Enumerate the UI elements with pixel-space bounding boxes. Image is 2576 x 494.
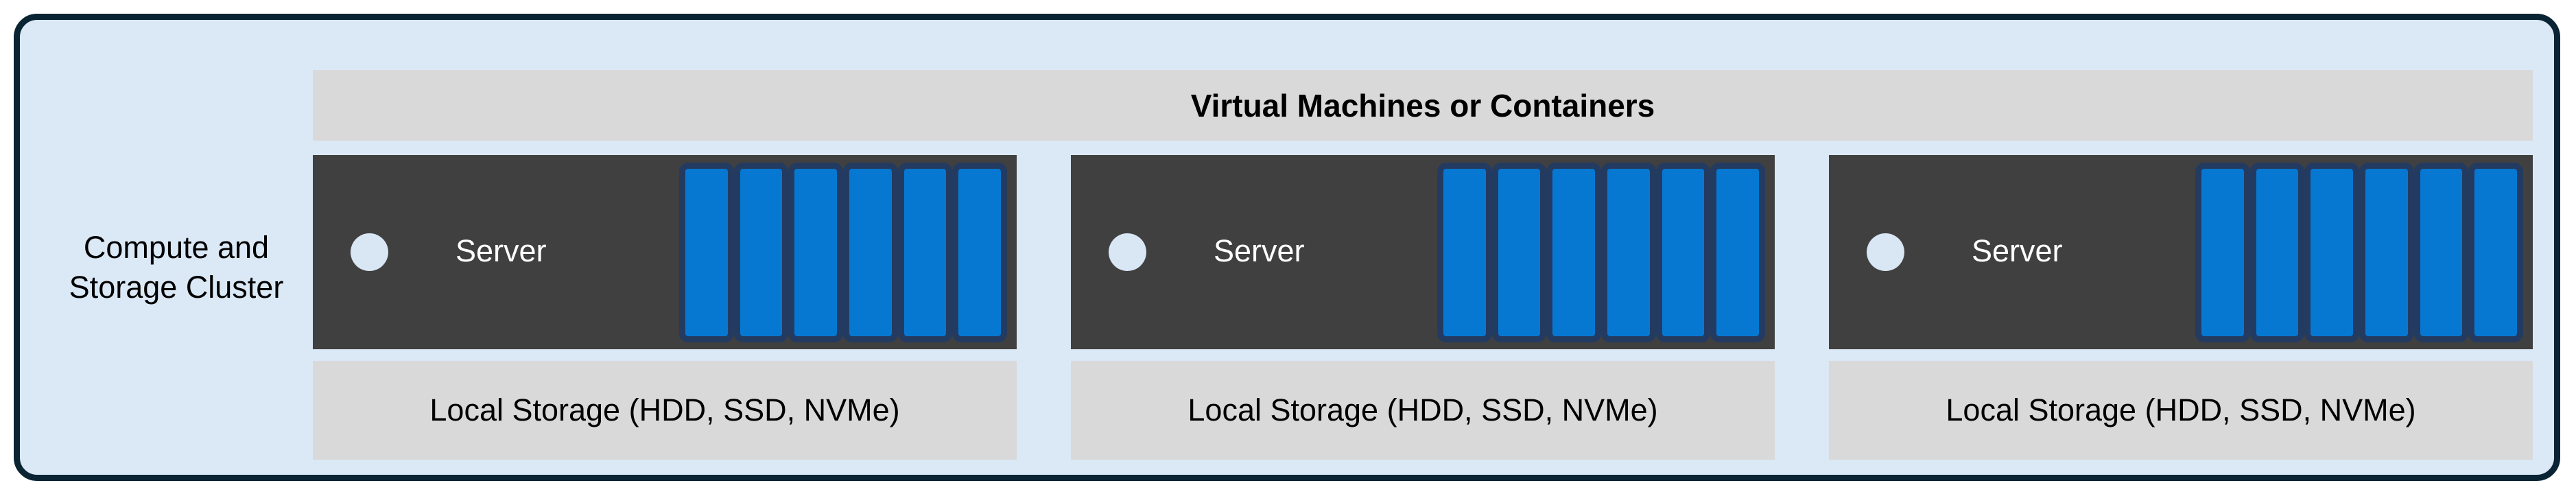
server-group-2: Server Local Storage (HDD, SSD, NVMe): [1071, 155, 1775, 460]
server-box: Server: [1071, 155, 1775, 349]
disk-blade-icon: [2468, 162, 2524, 342]
power-dot-icon: [1109, 233, 1146, 271]
server-box: Server: [1829, 155, 2533, 349]
local-storage-bar: Local Storage (HDD, SSD, NVMe): [313, 361, 1017, 460]
disk-blade-icon: [2195, 162, 2250, 342]
local-storage-bar: Local Storage (HDD, SSD, NVMe): [1071, 361, 1775, 460]
vm-header-label: Virtual Machines or Containers: [1190, 87, 1655, 124]
server-box: Server: [313, 155, 1017, 349]
disk-blade-icon: [1491, 162, 1547, 342]
server-label: Server: [1972, 233, 2063, 268]
vm-header-bar: Virtual Machines or Containers: [313, 70, 2533, 141]
server-group-1: Server Local Storage (HDD, SSD, NVMe): [313, 155, 1017, 460]
disk-blade-icon: [952, 162, 1008, 342]
disk-blade-icon: [2249, 162, 2305, 342]
disk-blade-icon: [1710, 162, 1766, 342]
disk-array-icon: [1437, 162, 1766, 342]
disk-array-icon: [679, 162, 1008, 342]
disk-blade-icon: [1601, 162, 1656, 342]
compute-storage-cluster-box: Compute and Storage Cluster Virtual Mach…: [14, 14, 2560, 481]
disk-array-icon: [2195, 162, 2524, 342]
disk-blade-icon: [897, 162, 953, 342]
disk-blade-icon: [1437, 162, 1492, 342]
disk-blade-icon: [2304, 162, 2360, 342]
disk-blade-icon: [843, 162, 898, 342]
server-label: Server: [456, 233, 547, 268]
local-storage-label: Local Storage (HDD, SSD, NVMe): [1187, 392, 1658, 427]
disk-blade-icon: [1655, 162, 1711, 342]
disk-blade-icon: [2359, 162, 2414, 342]
disk-blade-icon: [1546, 162, 1602, 342]
disk-blade-icon: [788, 162, 844, 342]
power-dot-icon: [1867, 233, 1904, 271]
cluster-label: Compute and Storage Cluster: [69, 230, 284, 305]
cluster-label-container: Compute and Storage Cluster: [40, 40, 313, 494]
disk-blade-icon: [733, 162, 789, 342]
local-storage-label: Local Storage (HDD, SSD, NVMe): [1946, 392, 2416, 427]
disk-blade-icon: [679, 162, 734, 342]
local-storage-bar: Local Storage (HDD, SSD, NVMe): [1829, 361, 2533, 460]
server-label: Server: [1214, 233, 1305, 268]
server-group-3: Server Local Storage (HDD, SSD, NVMe): [1829, 155, 2533, 460]
disk-blade-icon: [2413, 162, 2469, 342]
local-storage-label: Local Storage (HDD, SSD, NVMe): [429, 392, 900, 427]
power-dot-icon: [351, 233, 388, 271]
